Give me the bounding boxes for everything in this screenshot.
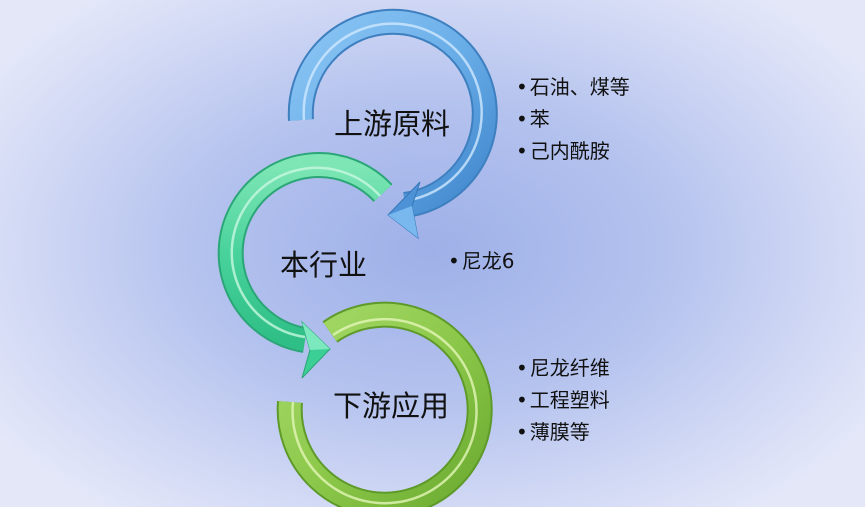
stage-label-industry: 本行业: [280, 248, 368, 282]
list-item: 尼龙6: [448, 245, 515, 277]
industry-arrow-icon: [217, 152, 393, 379]
list-item: 苯: [516, 103, 630, 135]
list-item: 尼龙纤维: [516, 352, 610, 384]
downstream-arrow-icon: [276, 301, 493, 507]
industry-items-list: 尼龙6: [448, 245, 515, 277]
stage-label-downstream: 下游应用: [333, 389, 450, 423]
upstream-items-list: 石油、煤等 苯 己内酰胺: [516, 71, 630, 167]
upstream-arrow-icon: [287, 8, 498, 240]
list-item: 石油、煤等: [516, 71, 630, 103]
list-item: 薄膜等: [516, 416, 610, 448]
list-item: 己内酰胺: [516, 135, 630, 167]
list-item: 工程塑料: [516, 384, 610, 416]
downstream-items-list: 尼龙纤维 工程塑料 薄膜等: [516, 352, 610, 448]
stage-label-upstream: 上游原料: [334, 107, 451, 141]
